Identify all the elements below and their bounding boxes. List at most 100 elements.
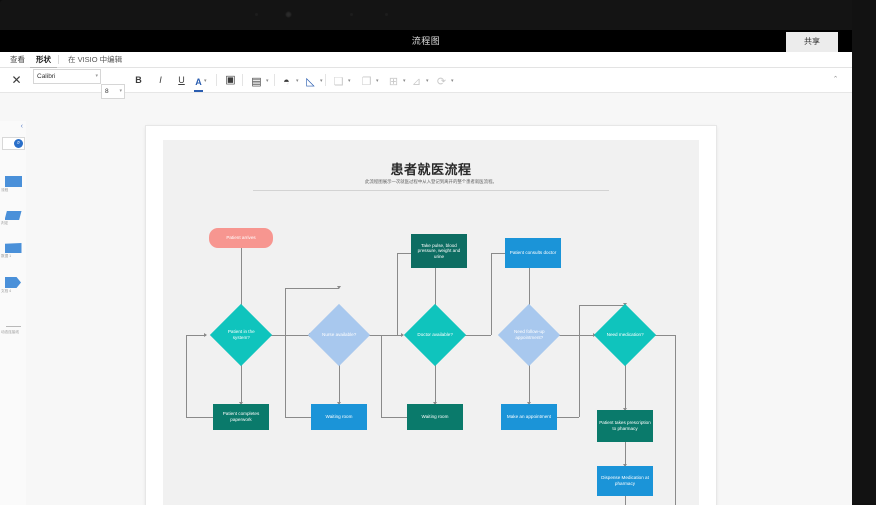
node-patient-arrives[interactable]: Patient arrives xyxy=(209,228,273,248)
toolbar-divider xyxy=(216,74,217,86)
connector xyxy=(267,335,311,336)
connector xyxy=(529,268,530,308)
share-button[interactable]: 共享 xyxy=(786,32,838,52)
fill-color-button[interactable]: ◓▾ xyxy=(278,72,298,88)
group-icon: ⊞ xyxy=(388,76,399,88)
chevron-down-icon: ▾ xyxy=(95,73,98,79)
chevron-down-icon: ▾ xyxy=(426,77,429,84)
bring-forward-button[interactable]: ❏▾ xyxy=(330,72,351,88)
connector xyxy=(491,253,492,335)
node-label: Patient consults doctor xyxy=(509,250,557,256)
align-shapes-button[interactable]: ⊿▾ xyxy=(408,72,429,88)
font-name-value: Calibri xyxy=(37,73,56,80)
connector xyxy=(241,248,242,308)
font-color-button[interactable]: A▾ xyxy=(194,72,207,92)
chevron-down-icon: ▾ xyxy=(320,77,323,84)
chevron-down-icon: ▾ xyxy=(403,77,406,84)
document-title: 流程图 xyxy=(411,36,441,46)
tab-divider xyxy=(58,55,59,64)
webcam-icon xyxy=(285,11,292,18)
clear-formatting-icon[interactable]: ✕ xyxy=(11,73,22,87)
connector xyxy=(435,362,436,404)
data-shape-icon xyxy=(4,243,22,253)
node-need-followup[interactable]: Need follow-up appointment? xyxy=(497,303,561,367)
arrow-head-icon xyxy=(526,402,531,405)
shape-item-decision[interactable]: 判定 xyxy=(0,211,26,225)
font-color-label: A xyxy=(194,74,203,92)
node-label: Waiting room xyxy=(325,414,353,420)
shape-search-input[interactable]: ⌕ xyxy=(2,137,25,150)
microphone-icon xyxy=(350,13,353,16)
send-backward-icon: ❐ xyxy=(361,76,372,88)
panel-collapse-icon[interactable]: ‹ xyxy=(20,123,23,130)
tab-edit-in-visio[interactable]: 在 VISIO 中编辑 xyxy=(68,55,123,64)
arrow-head-icon xyxy=(432,402,437,405)
connector xyxy=(579,305,625,306)
connector xyxy=(381,417,411,418)
shape-item-document[interactable]: 文档 4 xyxy=(0,277,26,293)
shape-item-process[interactable]: 流程 xyxy=(0,176,26,192)
node-take-vitals[interactable]: Take pulse, blood pressure, weight and u… xyxy=(411,234,467,268)
rotate-button[interactable]: ⟳▾ xyxy=(433,72,454,88)
ribbon-collapse-icon[interactable]: ⌃ xyxy=(832,76,839,83)
toolbar-divider xyxy=(242,74,243,86)
document-page[interactable]: 患者就医流程 此流程图展示一次就医过程中从入登记到离开的整个患者就医流程。 xyxy=(146,126,716,505)
line-color-button[interactable]: ◺▾ xyxy=(302,72,323,88)
shapes-panel: ‹ ⌕ 流程 判定 数据 1 文档 4 动态连接线 xyxy=(0,121,27,505)
node-label: Dispense Medication at pharmacy xyxy=(601,475,649,486)
shape-label: 动态连接线 xyxy=(1,330,19,334)
arrow-head-icon xyxy=(336,286,341,289)
node-waiting-room-1[interactable]: Waiting room xyxy=(311,404,367,430)
node-patient-completes-paperwork[interactable]: Patient completes paperwork xyxy=(213,404,269,430)
chevron-down-icon: ▾ xyxy=(204,77,207,84)
connector-shape-icon xyxy=(5,326,21,327)
shape-label: 文档 4 xyxy=(1,289,12,293)
node-patient-in-system[interactable]: Patient in the system? xyxy=(209,303,273,367)
connector xyxy=(651,335,675,336)
connector xyxy=(381,335,382,417)
node-make-appointment[interactable]: Make an appointment xyxy=(501,404,557,430)
bold-button[interactable]: B xyxy=(135,75,142,85)
diagram-subtitle: 此流程图展示一次就医过程中从入登记到离开的整个患者就医流程。 xyxy=(365,179,497,184)
node-label: Need follow-up appointment? xyxy=(513,329,545,340)
send-backward-button[interactable]: ❐▾ xyxy=(358,72,379,88)
shape-item-data[interactable]: 数据 1 xyxy=(0,243,26,258)
node-label: Patient completes paperwork xyxy=(222,411,260,422)
node-takes-prescription[interactable]: Patient takes prescription to pharmacy xyxy=(597,410,653,442)
laptop-bezel-right xyxy=(852,0,876,505)
connector xyxy=(186,335,187,417)
shape-item-connector[interactable]: 动态连接线 xyxy=(0,321,26,334)
node-patient-consults-doctor[interactable]: Patient consults doctor xyxy=(505,238,561,268)
chevron-down-icon: ▾ xyxy=(348,77,351,84)
node-need-medication[interactable]: Need medication? xyxy=(593,303,657,367)
node-waiting-room-2[interactable]: Waiting room xyxy=(407,404,463,430)
connector xyxy=(241,362,242,404)
node-label: Doctor available? xyxy=(417,332,453,338)
connector xyxy=(555,335,595,336)
arrow-head-icon xyxy=(204,332,207,337)
connector xyxy=(397,253,413,254)
node-doctor-available[interactable]: Doctor available? xyxy=(403,303,467,367)
connector xyxy=(491,253,507,254)
font-size-select[interactable]: 8 ▾ xyxy=(101,84,125,99)
tab-view[interactable]: 查看 xyxy=(10,55,25,64)
align-shapes-icon: ⊿ xyxy=(411,76,422,88)
connector xyxy=(579,305,580,417)
toolbar-divider xyxy=(325,74,326,86)
ribbon-tabs: 查看 形状 在 VISIO 中编辑 xyxy=(0,52,852,68)
node-label: Patient in the system? xyxy=(227,329,255,340)
drawing-canvas[interactable]: 患者就医流程 此流程图展示一次就医过程中从入登记到离开的整个患者就医流程。 xyxy=(26,121,852,505)
diagram-area[interactable]: 患者就医流程 此流程图展示一次就医过程中从入登记到离开的整个患者就医流程。 xyxy=(163,140,699,505)
align-text-button[interactable]: ▤▾ xyxy=(248,72,268,88)
group-button[interactable]: ⊞▾ xyxy=(385,72,406,88)
text-box-icon[interactable]: ▣ xyxy=(225,74,236,86)
node-nurse-available[interactable]: Nurse available? xyxy=(307,303,371,367)
title-bar: 流程图 共享 xyxy=(0,30,852,52)
italic-button[interactable]: I xyxy=(159,75,162,85)
search-icon: ⌕ xyxy=(14,139,23,148)
connector xyxy=(625,496,626,505)
font-name-select[interactable]: Calibri ▾ xyxy=(33,69,101,84)
underline-button[interactable]: U xyxy=(178,75,185,85)
tab-shapes[interactable]: 形状 xyxy=(30,52,57,68)
node-dispense-medication[interactable]: Dispense Medication at pharmacy xyxy=(597,466,653,496)
